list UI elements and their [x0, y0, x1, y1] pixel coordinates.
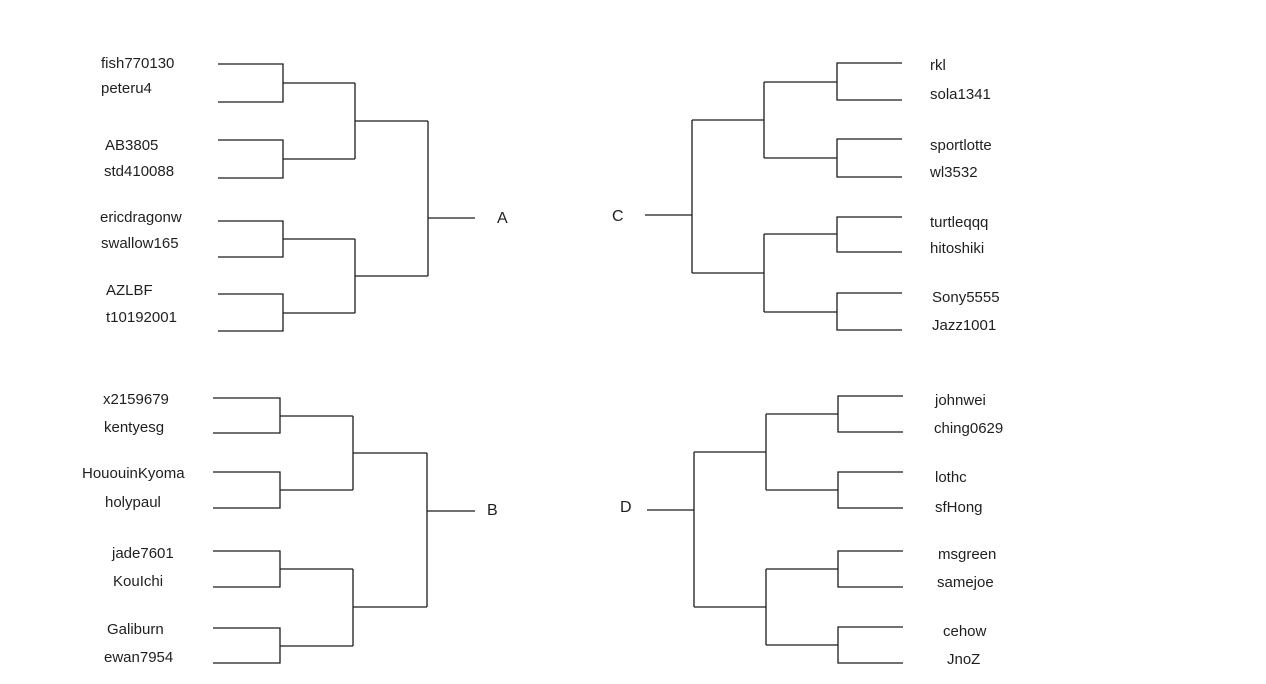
bracket-a-semifinal-1-lines	[354, 83, 428, 159]
player-name: Sony5555	[932, 289, 1000, 306]
player-name: kentyesg	[104, 419, 165, 436]
player-name: Galiburn	[107, 621, 164, 638]
bracket-label-c: C	[612, 208, 624, 225]
bracket-label-a: A	[497, 210, 508, 227]
player-name: KouIchi	[113, 573, 164, 590]
player-name: t10192001	[106, 309, 177, 326]
player-name: AZLBF	[106, 282, 153, 299]
bracket-a-final-lines	[427, 121, 475, 276]
player-name: turtleqqq	[930, 214, 989, 231]
bracket-d-match-3-lines	[766, 550, 903, 588]
player-name: sola1341	[930, 86, 991, 103]
player-name: wl3532	[930, 164, 978, 181]
player-name: sportlotte	[930, 137, 992, 154]
player-name: msgreen	[938, 546, 997, 563]
player-name: ching0629	[934, 420, 1004, 437]
bracket-a-lines	[218, 63, 475, 332]
player-name: jade7601	[112, 545, 174, 562]
player-name: johnwei	[935, 392, 986, 409]
bracket-b-semifinal-2-lines	[352, 569, 427, 646]
bracket-c-semifinal-1-lines	[692, 82, 765, 158]
bracket-a-match-4-lines	[218, 293, 355, 332]
player-name: x2159679	[103, 391, 169, 408]
bracket-b-final-lines	[426, 453, 475, 607]
bracket-d-match-1-lines	[766, 395, 903, 433]
player-name: fish770130	[101, 55, 175, 72]
bracket-b-semifinal-1-lines	[352, 416, 427, 490]
bracket-b-match-3-lines	[213, 550, 353, 588]
player-name: peteru4	[101, 80, 152, 97]
player-name: holypaul	[105, 494, 161, 511]
bracket-a-match-1-lines	[218, 63, 355, 103]
bracket-d-lines	[647, 395, 903, 664]
bracket-d-semifinal-2-lines	[694, 569, 767, 645]
bracket-c-semifinal-2-lines	[692, 234, 765, 312]
bracket-c-match-2-lines	[764, 138, 902, 178]
bracket-a-match-3-lines	[218, 220, 355, 258]
bracket-b-match-2-lines	[213, 471, 353, 509]
bracket-label-b: B	[487, 502, 498, 519]
bracket-d-match-4-lines	[766, 626, 903, 664]
player-name: HououinKyoma	[82, 465, 185, 482]
player-name: lothc	[935, 469, 967, 486]
bracket-label-d: D	[620, 499, 632, 516]
player-name: sfHong	[935, 499, 983, 516]
bracket-a-semifinal-2-lines	[354, 239, 428, 313]
bracket-a-match-2-lines	[218, 139, 355, 179]
bracket-b-match-1-lines	[213, 397, 353, 434]
bracket-c-match-3-lines	[764, 216, 902, 253]
bracket-c-match-1-lines	[764, 62, 902, 101]
player-name: rkl	[930, 57, 946, 74]
bracket-d-semifinal-1-lines	[694, 414, 767, 490]
player-name: cehow	[943, 623, 987, 640]
bracket-c-lines	[645, 62, 902, 331]
bracket-c-match-4-lines	[764, 292, 902, 331]
bracket-b-match-4-lines	[213, 627, 353, 664]
bracket-c-final-lines	[645, 120, 693, 273]
player-name: ericdragonw	[100, 209, 182, 226]
bracket-b-lines	[213, 397, 475, 664]
player-name: JnoZ	[947, 651, 981, 668]
player-name: ewan7954	[104, 649, 174, 666]
player-name: samejoe	[937, 574, 994, 591]
player-name: swallow165	[101, 235, 179, 252]
player-name: hitoshiki	[930, 240, 985, 257]
player-name: Jazz1001	[932, 317, 997, 334]
bracket-d-match-2-lines	[766, 471, 903, 509]
bracket-d-final-lines	[647, 452, 695, 607]
player-name: AB3805	[105, 137, 159, 154]
player-name: std410088	[104, 163, 175, 180]
